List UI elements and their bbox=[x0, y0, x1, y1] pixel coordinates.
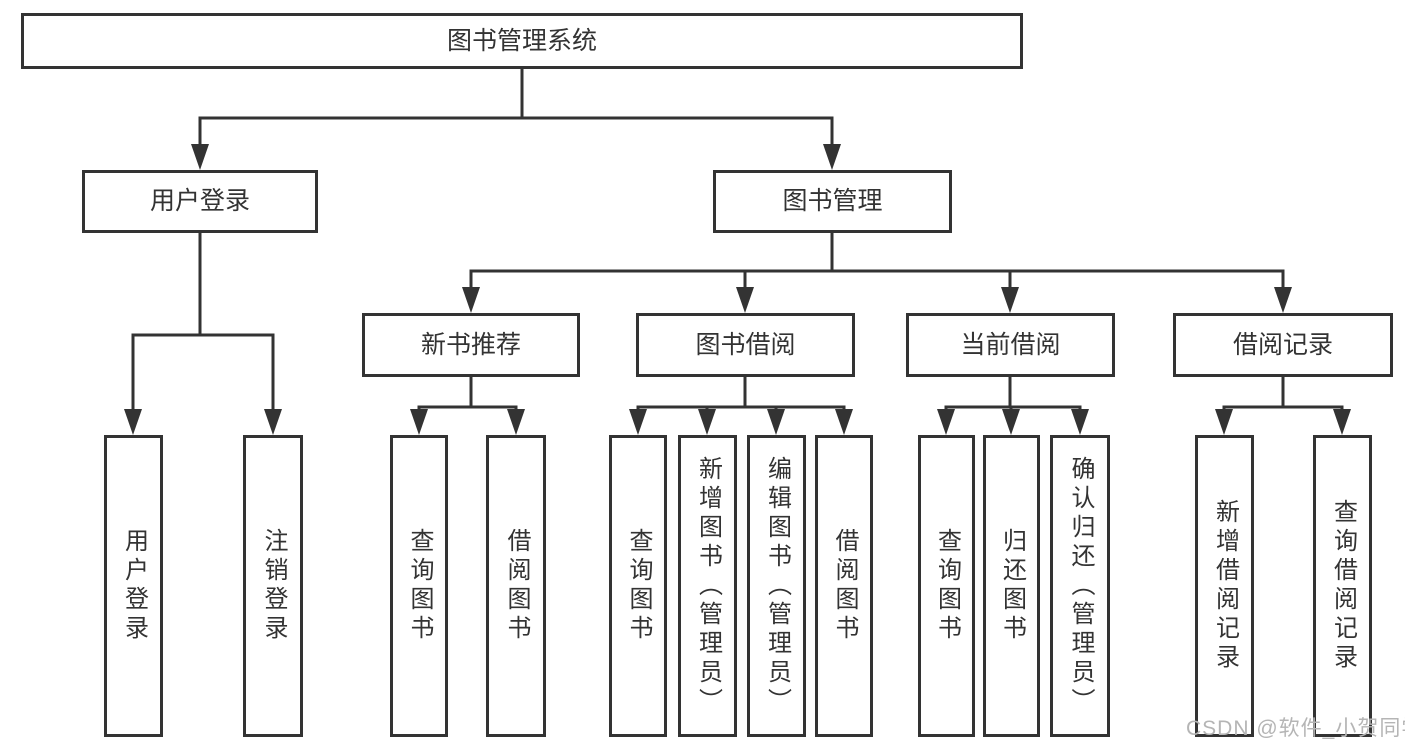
leaf-records-query-borrow-record: 查询借阅记录 bbox=[1313, 435, 1372, 737]
leaf-borrowing-query-books: 查询图书 bbox=[609, 435, 667, 737]
node-library-management-system: 图书管理系统 bbox=[21, 13, 1023, 69]
leaf-logout-login: 注销登录 bbox=[243, 435, 303, 737]
node-current-borrowing: 当前借阅 bbox=[906, 313, 1115, 377]
leaf-recommend-query-books: 查询图书 bbox=[390, 435, 448, 737]
node-new-book-recommendation: 新书推荐 bbox=[362, 313, 580, 377]
node-borrowing-records: 借阅记录 bbox=[1173, 313, 1393, 377]
leaf-current-return-books: 归还图书 bbox=[983, 435, 1040, 737]
leaf-user-login: 用户登录 bbox=[104, 435, 163, 737]
node-book-management: 图书管理 bbox=[713, 170, 952, 233]
leaf-records-add-borrow-record: 新增借阅记录 bbox=[1195, 435, 1254, 737]
leaf-borrowing-add-books-admin: 新增图书（管理员） bbox=[678, 435, 737, 737]
leaf-current-confirm-return-admin: 确认归还（管理员） bbox=[1050, 435, 1110, 737]
watermark: CSDN @软件_小贺同学 bbox=[1186, 717, 1405, 740]
leaf-current-query-books: 查询图书 bbox=[918, 435, 975, 737]
leaf-borrowing-edit-books-admin: 编辑图书（管理员） bbox=[747, 435, 806, 737]
node-book-borrowing: 图书借阅 bbox=[636, 313, 855, 377]
node-user-login: 用户登录 bbox=[82, 170, 318, 233]
leaf-borrowing-borrow-books: 借阅图书 bbox=[815, 435, 873, 737]
leaf-recommend-borrow-books: 借阅图书 bbox=[486, 435, 546, 737]
